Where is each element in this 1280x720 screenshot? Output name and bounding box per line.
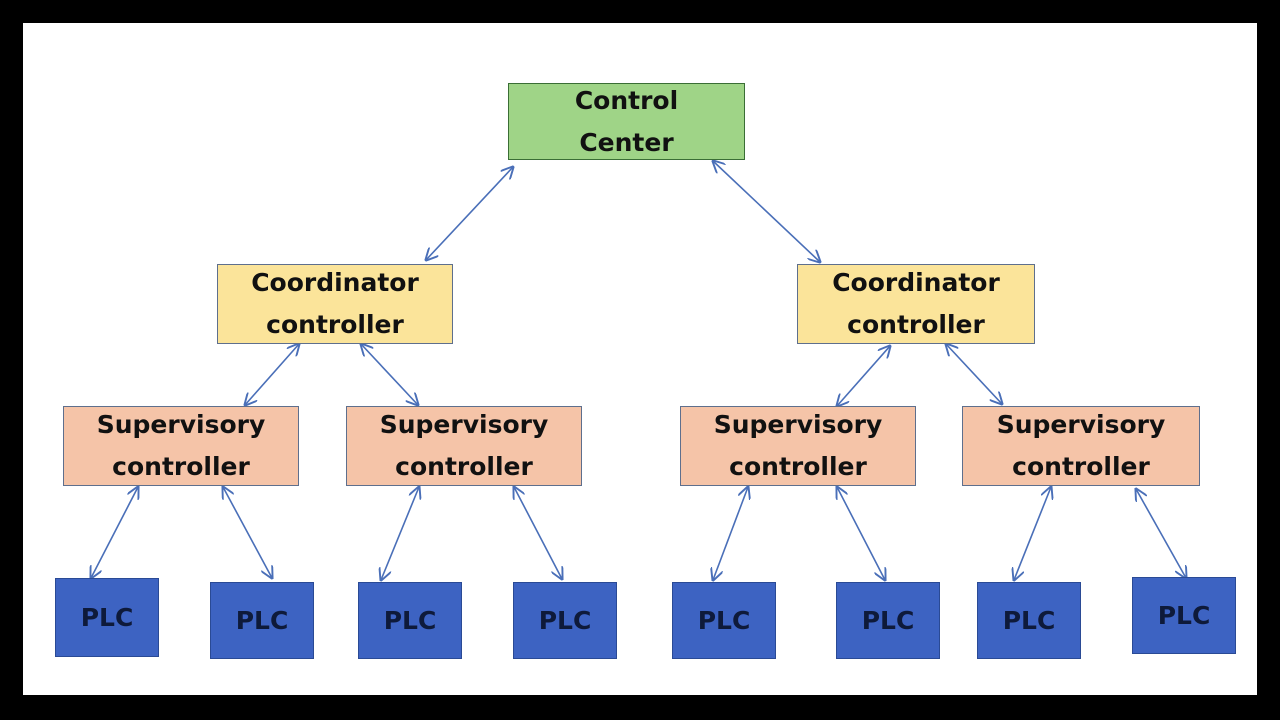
plc-box-2: PLC [210, 582, 314, 659]
supervisory-label-line2: controller [395, 452, 533, 481]
control-center-label-line2: Center [579, 127, 674, 157]
plc-label: PLC [235, 605, 289, 635]
supervisory-controller-4: Supervisory controller [962, 406, 1200, 486]
plc-label: PLC [697, 605, 751, 635]
supervisory-controller-2: Supervisory controller [346, 406, 582, 486]
supervisory-label-line2: controller [1012, 452, 1150, 481]
coordinator-label-line2: controller [847, 310, 985, 339]
coordinator-controller-1: Coordinator controller [217, 264, 453, 344]
plc-box-6: PLC [836, 582, 940, 659]
supervisory-controller-1: Supervisory controller [63, 406, 299, 486]
plc-box-7: PLC [977, 582, 1081, 659]
supervisory-label-line1: Supervisory [996, 410, 1166, 439]
coordinator-label-line1: Coordinator [251, 268, 419, 297]
supervisory-label-line1: Supervisory [379, 410, 549, 439]
coordinator-label-line1: Coordinator [832, 268, 1000, 297]
plc-label: PLC [383, 605, 437, 635]
plc-box-8: PLC [1132, 577, 1236, 654]
plc-box-5: PLC [672, 582, 776, 659]
supervisory-label-line1: Supervisory [713, 410, 883, 439]
supervisory-label-line2: controller [729, 452, 867, 481]
plc-box-3: PLC [358, 582, 462, 659]
coordinator-controller-2: Coordinator controller [797, 264, 1035, 344]
plc-label: PLC [861, 605, 915, 635]
plc-label: PLC [1002, 605, 1056, 635]
supervisory-label-line2: controller [112, 452, 250, 481]
plc-box-1: PLC [55, 578, 159, 657]
plc-label: PLC [80, 602, 134, 632]
control-center-box: Control Center [508, 83, 745, 160]
supervisory-controller-3: Supervisory controller [680, 406, 916, 486]
plc-label: PLC [1157, 600, 1211, 630]
coordinator-label-line2: controller [266, 310, 404, 339]
control-center-label-line1: Control [574, 85, 679, 115]
supervisory-label-line1: Supervisory [96, 410, 266, 439]
plc-box-4: PLC [513, 582, 617, 659]
plc-label: PLC [538, 605, 592, 635]
